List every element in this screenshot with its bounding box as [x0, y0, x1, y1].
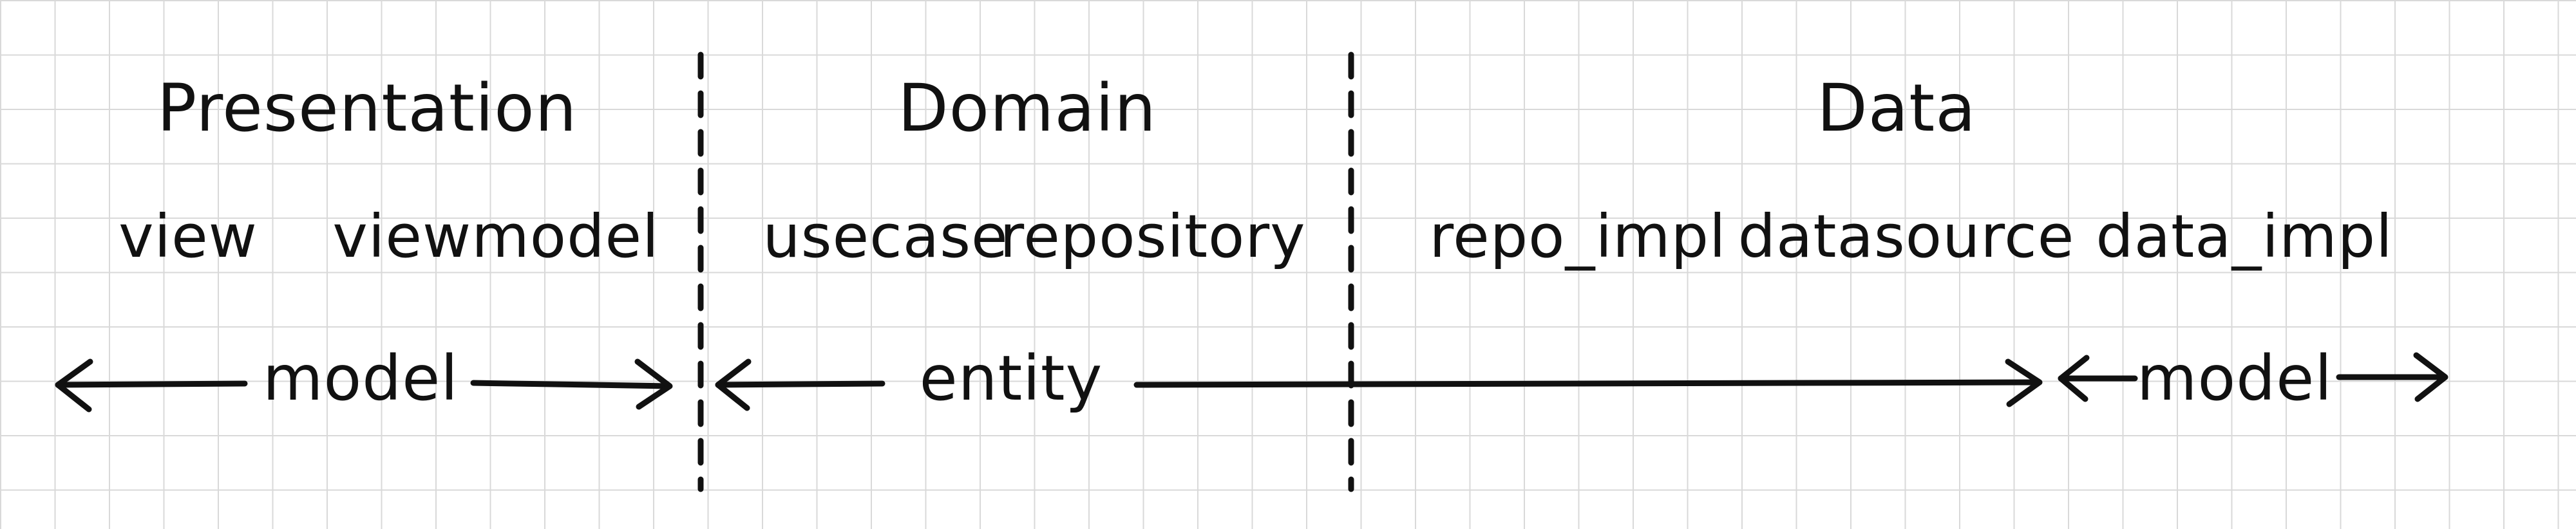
section-title-presentation: Presentation — [156, 70, 578, 147]
component-datasource: datasource — [1738, 202, 2075, 271]
presentation-model-left-arrow — [55, 358, 248, 413]
component-usecase: usecase — [762, 202, 1009, 271]
entity-left-arrow — [715, 358, 886, 411]
component-repo-impl: repo_impl — [1429, 202, 1727, 271]
section-title-data: Data — [1817, 70, 1976, 147]
flow-label-data-model: model — [2137, 342, 2333, 414]
presentation-model-right-arrow — [470, 358, 673, 410]
component-view: view — [118, 202, 258, 271]
flow-label-entity: entity — [919, 342, 1103, 414]
component-viewmodel: viewmodel — [332, 202, 659, 271]
section-title-domain: Domain — [898, 70, 1157, 147]
data-model-right-arrow — [2336, 352, 2448, 402]
entity-right-arrow — [1133, 358, 2043, 407]
component-data-impl: data_impl — [2096, 202, 2393, 271]
flow-label-presentation-model: model — [263, 342, 459, 414]
data-model-left-arrow — [2058, 355, 2138, 402]
component-repository: repository — [999, 202, 1306, 271]
